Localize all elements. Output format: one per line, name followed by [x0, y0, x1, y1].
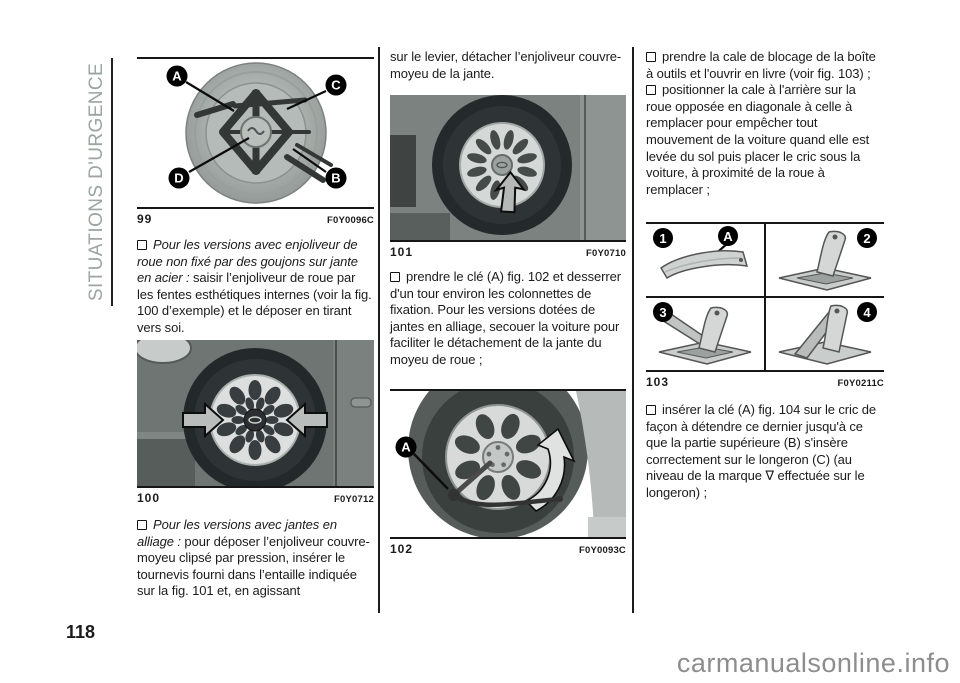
- col1-paragraph-2: Pour les versions avec jantes en alliage…: [137, 517, 374, 600]
- bullet-square-icon: [390, 272, 400, 282]
- figure-101-bottom-rule: [390, 240, 626, 242]
- figure-101-caption: 101 F0Y0710: [390, 242, 626, 259]
- wheel-wrench: [448, 460, 563, 507]
- callout-lines: [185, 81, 327, 173]
- figure-99-top-rule: [137, 57, 374, 59]
- figure-number: 100: [137, 491, 161, 505]
- chock-with-lever: [658, 306, 752, 365]
- col3-paragraphs-top: prendre la cale de blocage de la boîte à…: [646, 49, 884, 198]
- label-d-text: D: [174, 171, 183, 186]
- chock-step-3: 3: [646, 298, 766, 370]
- figure-102-bottom-rule: [390, 537, 626, 539]
- col2-paragraph-1: prendre le clé (A) fig. 102 et desserrer…: [390, 269, 626, 369]
- chock-assembly-grid: 1 A 2: [646, 222, 884, 372]
- step-badge-2: 2: [857, 228, 877, 248]
- label-badge-d: [168, 167, 190, 189]
- column-divider-1: [378, 47, 380, 613]
- figure-number: 102: [390, 542, 414, 556]
- spare-wheel-toolkit-illustration: A C D B: [166, 62, 347, 204]
- figure-99-bottom-rule: [137, 207, 374, 209]
- chapter-sidebar-label: SITUATIONS D'URGENCE: [86, 62, 107, 302]
- col3-paragraph-3: insérer la clé (A) fig. 104 sur le cric …: [646, 402, 884, 502]
- paragraph-text: prendre le clé (A) fig. 102 et desserrer…: [390, 269, 621, 367]
- figure-99-caption: 99 F0Y0096C: [137, 209, 374, 226]
- figure-code: F0Y0211C: [837, 378, 884, 389]
- figure-100: 100 F0Y0712: [137, 340, 374, 505]
- hubcap-holes: [216, 380, 294, 460]
- label-b-text: B: [331, 171, 340, 186]
- label-badge-b: [325, 167, 347, 189]
- paragraph-lead-italic: Pour les versions avec enjoliveur de rou…: [137, 237, 358, 286]
- paragraph-text: positionner la cale à l'arrière sur la r…: [646, 82, 870, 197]
- label-a-text: A: [172, 69, 182, 84]
- paragraph-text: prendre la cale de blocage de la boîte à…: [646, 49, 876, 81]
- chock-arm-raised: [778, 230, 872, 291]
- figure-102-caption: 102 F0Y0093C: [390, 539, 626, 556]
- label-badge-c: [325, 74, 347, 96]
- paragraph-text: saisir l’enjoliveur de roue par les fent…: [137, 270, 372, 335]
- step-badge-1: 1: [653, 228, 673, 248]
- pry-arrow: [493, 170, 526, 214]
- column-divider-2: [632, 47, 634, 613]
- figure-number: 101: [390, 245, 414, 259]
- paragraph-text: pour déposer l’enjoliveur couvre-moyeu c…: [137, 533, 370, 599]
- figure-code: F0Y0712: [334, 494, 374, 505]
- sidebar-rule: [111, 58, 113, 306]
- alloy-holes: [454, 413, 542, 501]
- page-number: 118: [66, 622, 96, 642]
- label-a-text: A: [401, 440, 411, 455]
- paragraph-lead-italic: Pour les versions avec jantes en alliage…: [137, 517, 337, 549]
- alloy-wheel-arrow-photo: [390, 95, 626, 240]
- step-badge-3: 3: [653, 302, 673, 322]
- chock-assembled: [778, 304, 872, 365]
- pull-arrows: [182, 401, 328, 439]
- rotation-arrow: [524, 427, 576, 512]
- label-badge-a: [166, 65, 188, 87]
- step-badge-4: 4: [857, 302, 877, 322]
- figure-99: A C D B 99 F0Y0096C: [137, 57, 374, 226]
- label-badge-a: A: [718, 226, 738, 246]
- col2-continuation: sur le levier, détacher l’enjoliveur cou…: [390, 49, 626, 82]
- bullet-square-icon: [137, 520, 147, 530]
- figure-102: A 102 F0Y0093C: [390, 389, 626, 556]
- steel-wheel-hubcap-photo: [137, 340, 374, 486]
- figure-code: F0Y0093C: [578, 545, 626, 556]
- bullet-square-icon: [646, 52, 656, 62]
- col1-paragraph-1: Pour les versions avec enjoliveur de rou…: [137, 237, 374, 337]
- figure-number: 103: [646, 375, 670, 389]
- paragraph-text: insérer la clé (A) fig. 104 sur le cric …: [646, 402, 876, 500]
- figure-number: 99: [137, 212, 153, 226]
- watermark: carmanualsonline.info: [676, 648, 950, 678]
- bullet-square-icon: [646, 405, 656, 415]
- chock-step-4: 4: [766, 298, 884, 370]
- figure-code: F0Y0710: [586, 248, 626, 259]
- chock-step-1: 1 A: [646, 224, 766, 298]
- figure-102-top-rule: [390, 389, 626, 391]
- label-c-text: C: [331, 78, 341, 93]
- paragraph-text: sur le levier, détacher l’enjoliveur cou…: [390, 49, 622, 81]
- label-badge-a: [395, 436, 417, 458]
- bullet-square-icon: [646, 85, 656, 96]
- figure-100-caption: 100 F0Y0712: [137, 488, 374, 505]
- figure-101: 101 F0Y0710: [390, 95, 626, 259]
- chock-step-2: 2: [766, 224, 884, 298]
- figure-100-bottom-rule: [137, 486, 374, 488]
- bullet-square-icon: [137, 240, 147, 250]
- figure-103: 1 A 2: [646, 222, 884, 389]
- figure-103-caption: 103 F0Y0211C: [646, 372, 884, 389]
- figure-code: F0Y0096C: [326, 215, 374, 226]
- wheel-wrench-illustration: A: [390, 391, 626, 537]
